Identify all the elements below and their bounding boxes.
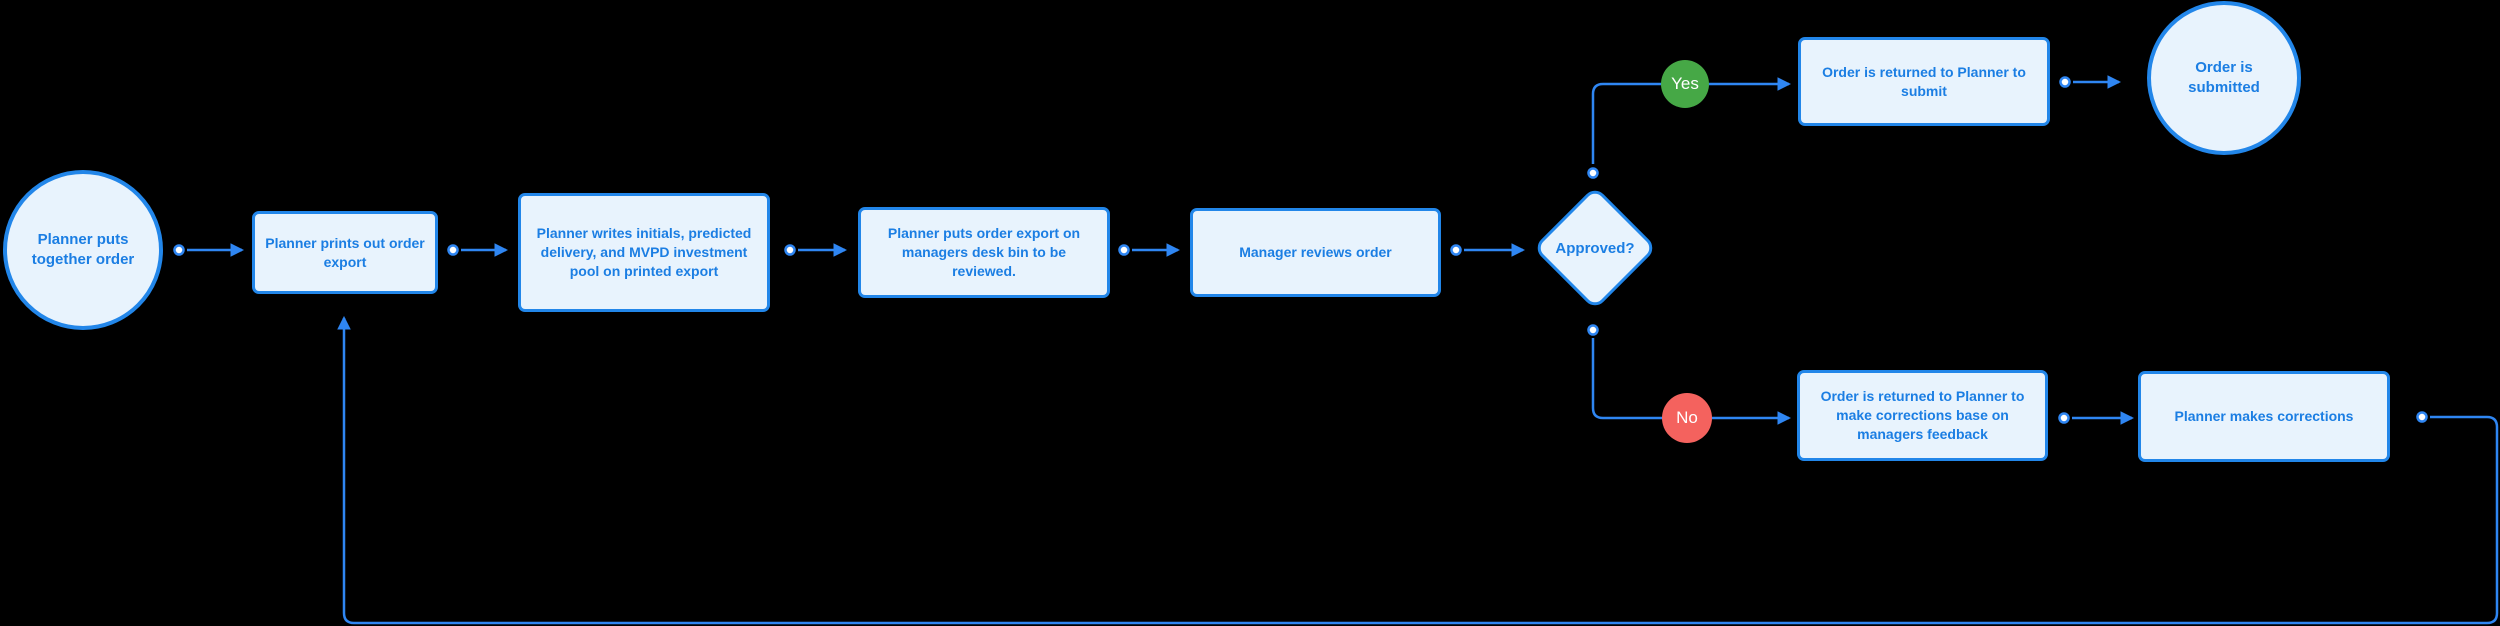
connector-origin-dot <box>173 244 185 256</box>
node-order-submitted[interactable]: Order is submitted <box>2147 1 2301 155</box>
node-write-initials[interactable]: Planner writes initials, predicted deliv… <box>518 193 770 312</box>
node-label: Order is returned to Planner to make cor… <box>1820 388 2025 442</box>
node-desk-bin[interactable]: Planner puts order export on managers de… <box>858 207 1110 298</box>
connector-no-branch <box>1591 338 1792 425</box>
node-label: Approved? <box>1555 239 1635 257</box>
connector-origin-dot <box>447 244 459 256</box>
connector-origin-dot <box>1450 244 1462 256</box>
node-label: Planner prints out order export <box>265 234 425 270</box>
node-label: Planner makes corrections <box>2174 408 2354 425</box>
node-return-for-corrections[interactable]: Order is returned to Planner to make cor… <box>1797 370 2048 461</box>
node-label: Order is submitted <box>2188 58 2260 96</box>
connector-origin-dot <box>2059 76 2071 88</box>
connector-origin-dot <box>2416 411 2428 423</box>
node-label: Order is returned to Planner to submit <box>1822 63 2026 99</box>
node-manager-reviews[interactable]: Manager reviews order <box>1190 208 1441 297</box>
badge-label: Yes <box>1671 74 1699 93</box>
node-return-to-submit[interactable]: Order is returned to Planner to submit <box>1798 37 2050 126</box>
node-label: Planner writes initials, predicted deliv… <box>536 225 752 279</box>
node-print-export[interactable]: Planner prints out order export <box>252 211 438 294</box>
connector-origin-dot <box>1587 324 1599 336</box>
badge-label: No <box>1676 408 1698 427</box>
node-label: Planner puts order export on managers de… <box>887 225 1081 279</box>
node-approved-decision[interactable]: Approved? <box>1532 185 1658 311</box>
yes-label-badge[interactable]: Yes <box>1661 60 1709 108</box>
connector-yes-branch <box>1591 77 1792 164</box>
node-label: Manager reviews order <box>1239 244 1392 261</box>
node-make-corrections[interactable]: Planner makes corrections <box>2138 371 2390 462</box>
node-label: Planner puts together order <box>31 230 135 268</box>
connector-origin-dot <box>2058 412 2070 424</box>
node-start[interactable]: Planner puts together order <box>3 170 163 330</box>
connector-origin-dot <box>1587 167 1599 179</box>
connector-origin-dot <box>784 244 796 256</box>
connector-origin-dot <box>1118 244 1130 256</box>
no-label-badge[interactable]: No <box>1662 393 1712 443</box>
connector-feedback-loop <box>337 315 2499 625</box>
